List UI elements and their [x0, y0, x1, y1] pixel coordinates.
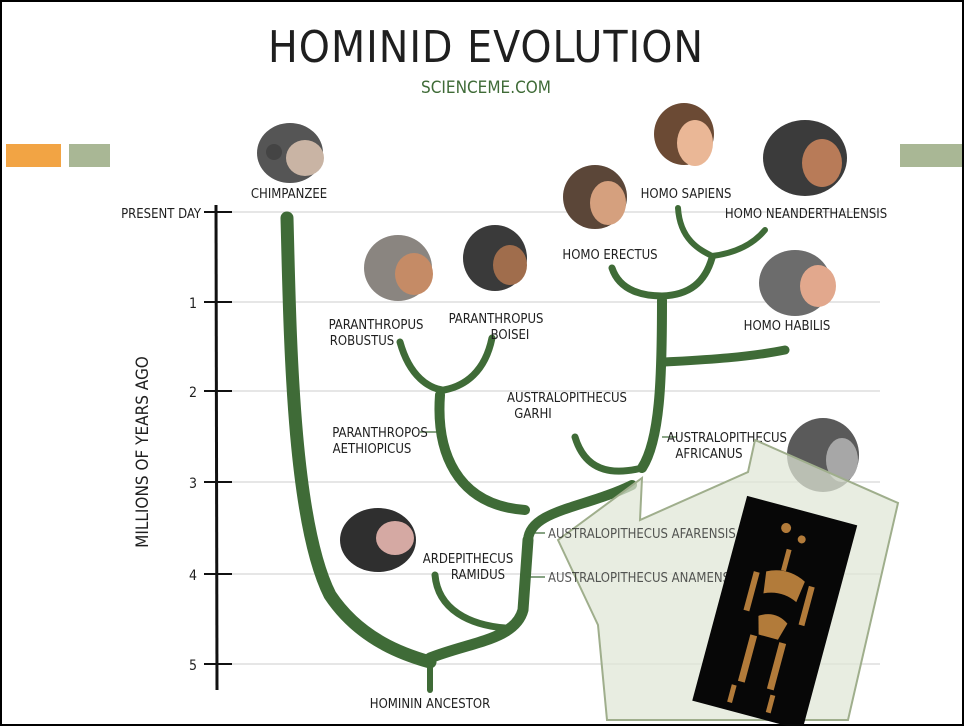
- label-ardepithecus-ramidus: ARDEPITHECUS: [423, 552, 514, 567]
- label-australopithecus-anamensis: AUSTRALOPITHECUS ANAMENSIS: [548, 571, 741, 586]
- tick-label-3: 3: [189, 476, 197, 492]
- label-chimpanzee: CHIMPANZEE: [251, 187, 327, 202]
- label-ardepithecus-ramidus-2: RAMIDUS: [451, 568, 505, 583]
- tick-label-4: 4: [189, 568, 197, 584]
- label-australopithecus-garhi: AUSTRALOPITHECUS: [507, 391, 627, 406]
- label-australopithecus-afarensis: AUSTRALOPITHECUS AFARENSIS: [548, 527, 736, 542]
- label-paranthropos-aethiopicus-2: AETHIOPICUS: [333, 442, 412, 457]
- label-paranthropus-robustus: PARANTHROPUS: [329, 318, 424, 333]
- label-homo-habilis: HOMO HABILIS: [744, 319, 831, 334]
- tick-label-2: 2: [189, 385, 197, 401]
- homo-sapiens-head-icon: [654, 103, 714, 166]
- diagram-title: HOMINID EVOLUTION: [268, 22, 704, 73]
- ardepithecus-ramidus-head-icon: [340, 508, 416, 572]
- paranthropus-robustus-head-icon: [364, 235, 433, 301]
- label-hominin-ancestor: HOMININ ANCESTOR: [370, 697, 490, 712]
- tick-label-1: 1: [189, 296, 197, 312]
- homo-erectus-head-icon: [563, 165, 627, 229]
- label-australopithecus-garhi-2: GARHI: [514, 407, 551, 422]
- label-homo-neanderthalensis: HOMO NEANDERTHALENSIS: [725, 207, 887, 222]
- label-paranthropos-aethiopicus: PARANTHROPOS: [332, 426, 428, 441]
- label-homo-sapiens: HOMO SAPIENS: [641, 187, 732, 202]
- axis-title: MILLIONS OF YEARS AGO: [133, 356, 153, 548]
- label-paranthropus-robustus-2: ROBUSTUS: [330, 334, 394, 349]
- homo-neanderthalensis-head-icon: [763, 120, 847, 196]
- label-australopithecus-africanus-2: AFRICANUS: [675, 447, 742, 462]
- label-homo-erectus: HOMO ERECTUS: [562, 248, 657, 263]
- tick-label-present-day: PRESENT DAY: [121, 207, 202, 222]
- paranthropus-boisei-head-icon: [463, 225, 527, 291]
- diagram-subtitle: SCIENCEME.COM: [421, 78, 551, 98]
- homo-habilis-head-icon: [759, 250, 836, 316]
- label-paranthropus-boisei-2: BOISEI: [491, 328, 530, 343]
- tick-label-5: 5: [189, 658, 197, 674]
- label-australopithecus-africanus: AUSTRALOPITHECUS: [667, 431, 787, 446]
- label-paranthropus-boisei: PARANTHROPUS: [449, 312, 544, 327]
- time-axis: [204, 205, 232, 690]
- chimpanzee-head-icon: [257, 123, 324, 183]
